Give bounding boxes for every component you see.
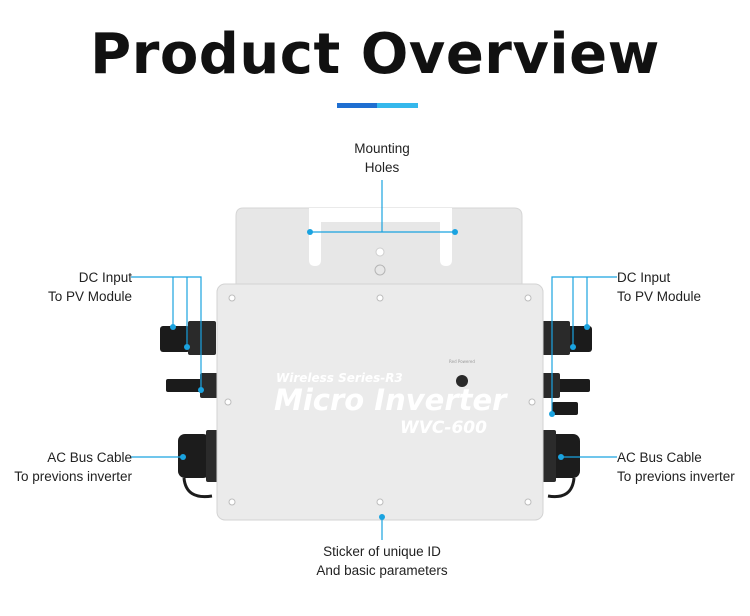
title-underline-cyan <box>377 103 418 108</box>
label-ac-bus-right: AC Bus Cable To previons inverter <box>617 450 735 484</box>
dc-connector-left-upper <box>160 321 216 355</box>
ac-connector-right <box>542 430 580 499</box>
title-underline-blue <box>337 103 377 108</box>
label-sticker-id: Sticker of unique ID And basic parameter… <box>316 544 448 578</box>
mounting-hole-left <box>309 208 452 266</box>
ground-symbol-icon <box>374 264 386 276</box>
device-model-text: WVC-600 <box>400 418 487 438</box>
ac-connector-left <box>178 430 220 499</box>
label-mounting-holes: Mounting Holes <box>354 141 410 175</box>
label-ac-bus-left: AC Bus Cable To previons inverter <box>14 450 132 484</box>
body-screws <box>224 294 536 506</box>
leader-lines <box>131 180 617 540</box>
mounting-small-hole <box>375 247 385 257</box>
device-series-text: Wireless Series-R3 <box>276 371 403 385</box>
device-name-text: Micro Inverter <box>274 383 508 417</box>
status-button-label: Red Powered <box>449 359 475 364</box>
status-button <box>456 375 468 387</box>
page-title: Product Overview <box>90 22 660 87</box>
label-dc-input-right: DC Input To PV Module <box>617 270 702 304</box>
dc-connector-right-lower <box>542 373 590 415</box>
label-dc-input-left: DC Input To PV Module <box>47 270 132 304</box>
dc-connector-right-upper <box>542 321 592 355</box>
inverter-body <box>216 283 544 521</box>
dc-connector-left-lower <box>166 373 218 398</box>
leader-dots <box>170 229 590 520</box>
